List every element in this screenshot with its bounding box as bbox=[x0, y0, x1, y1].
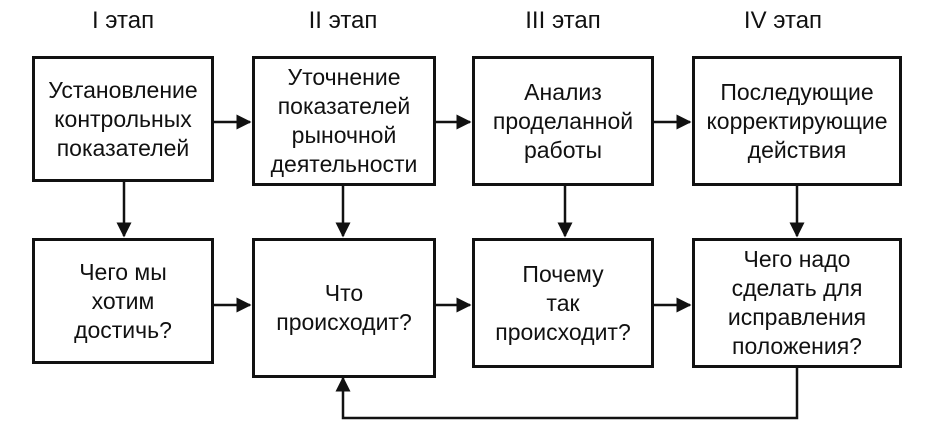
box-why-it-happens-text: Почему так происходит? bbox=[495, 260, 631, 345]
box-corrective-actions: Последующие корректирующие действия bbox=[692, 56, 902, 186]
box-establish-indicators: Установление контрольных показателей bbox=[32, 56, 214, 182]
box-refine-indicators-text: Уточнение показателей рыночной деятельно… bbox=[270, 64, 418, 177]
stage-1-label: I этап bbox=[91, 7, 155, 34]
box-what-we-want: Чего мы хотим достичь? bbox=[32, 238, 214, 364]
box-refine-indicators: Уточнение показателей рыночной деятельно… bbox=[252, 56, 436, 186]
feedback-loop-arrow bbox=[335, 368, 799, 420]
box-establish-indicators-text: Установление контрольных показателей bbox=[48, 76, 198, 161]
box-why-it-happens: Почему так происходит? bbox=[472, 238, 654, 368]
box-what-to-do-text: Чего надо сделать для исправления положе… bbox=[727, 246, 867, 359]
box-analysis-of-work-text: Анализ проделанной работы bbox=[492, 78, 634, 163]
stage-4-label: IV этап bbox=[743, 7, 823, 34]
box-what-happens-text: Что происходит? bbox=[276, 280, 412, 335]
box-what-we-want-text: Чего мы хотим достичь? bbox=[74, 258, 172, 343]
stage-3-label: III этап bbox=[525, 7, 601, 34]
box-what-to-do: Чего надо сделать для исправления положе… bbox=[692, 238, 902, 368]
box-what-happens: Что происходит? bbox=[252, 238, 436, 378]
box-analysis-of-work: Анализ проделанной работы bbox=[472, 56, 654, 186]
stage-2-label: II этап bbox=[308, 7, 378, 34]
box-corrective-actions-text: Последующие корректирующие действия bbox=[706, 78, 888, 163]
